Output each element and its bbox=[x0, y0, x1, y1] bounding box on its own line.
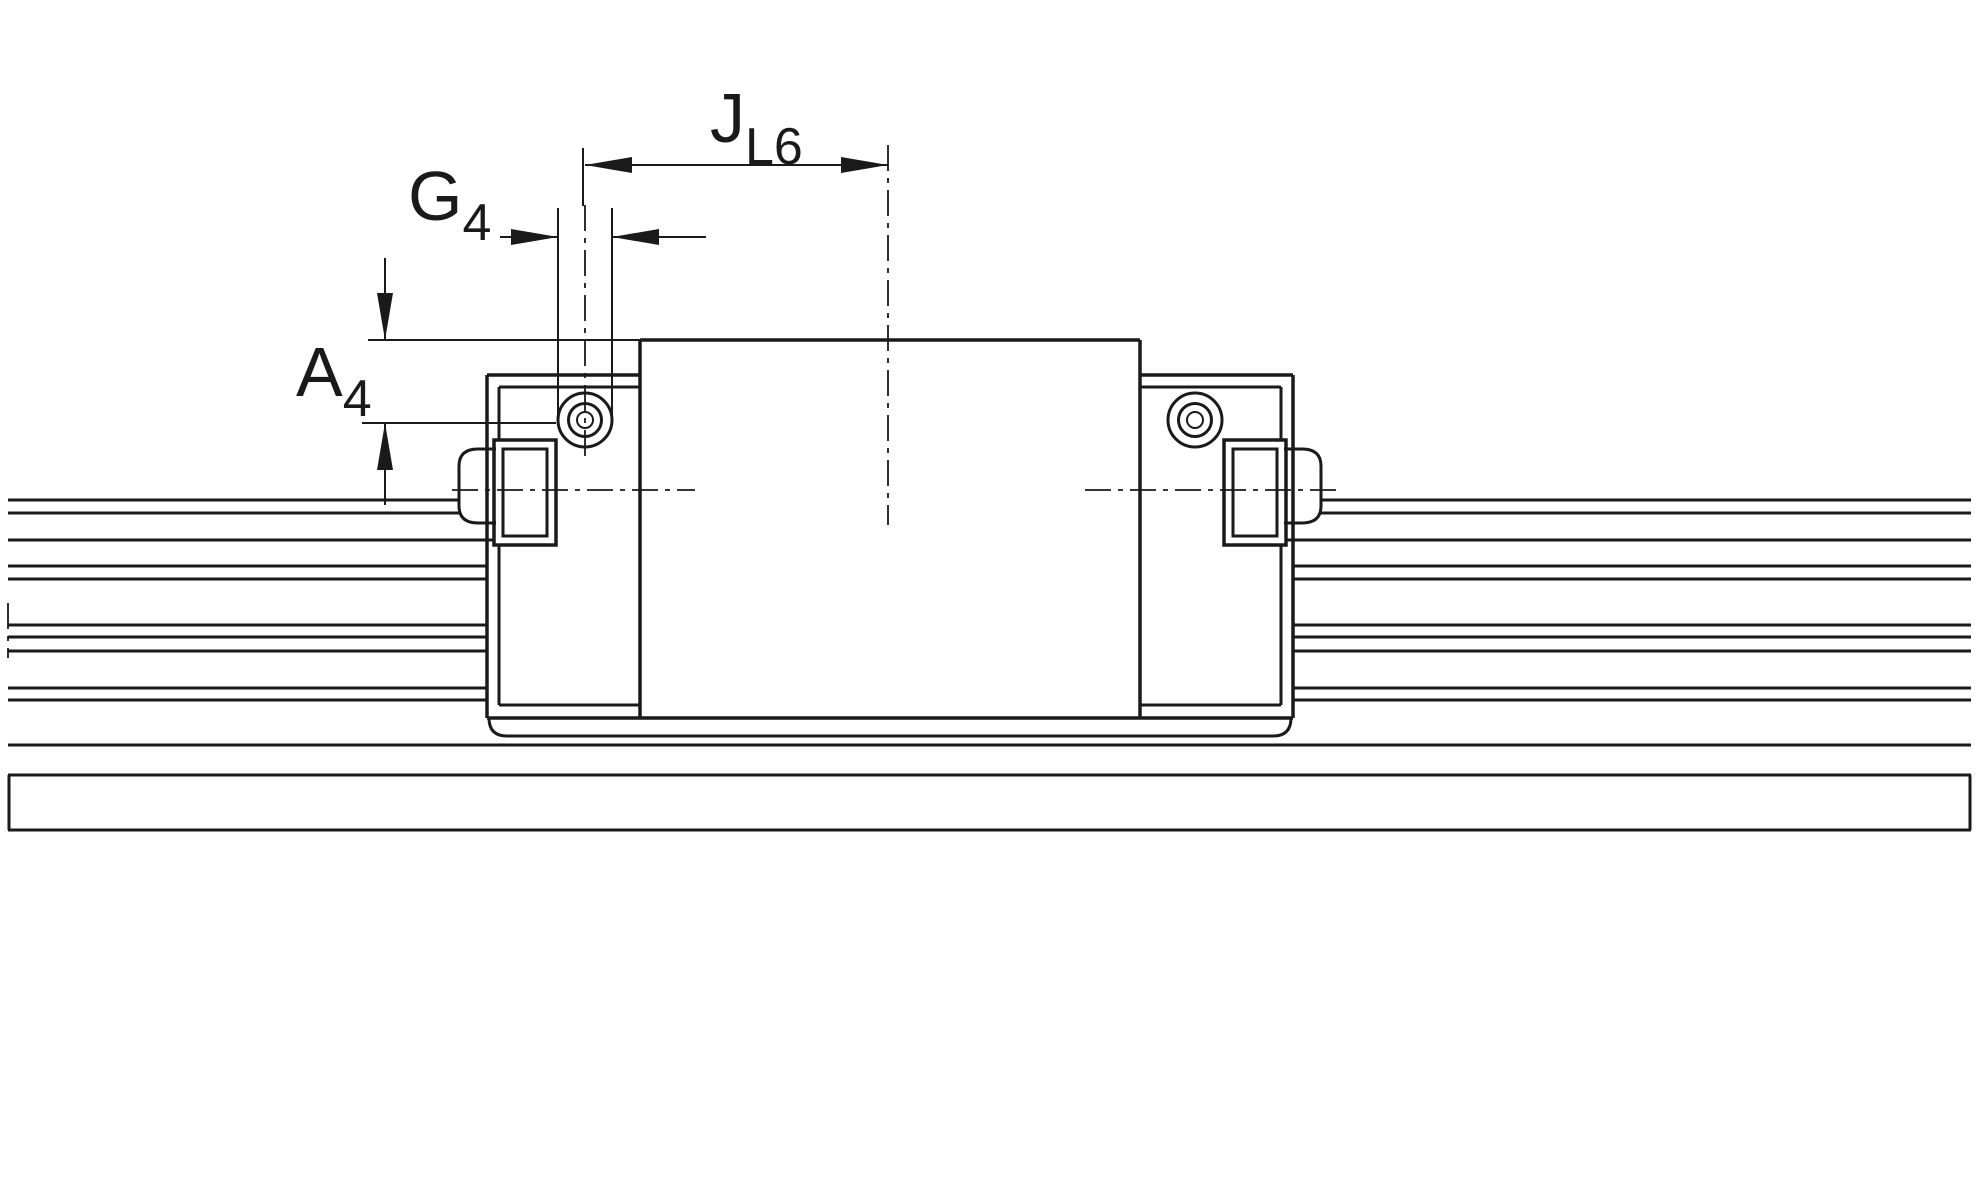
centerlines bbox=[452, 145, 1340, 525]
seal-strip bbox=[487, 717, 1293, 738]
screw-socket-circle bbox=[576, 411, 594, 429]
screw-head-circle bbox=[1177, 402, 1213, 438]
carriage-bottom-seal bbox=[487, 716, 1293, 738]
dimension-g4: G4 bbox=[408, 157, 706, 420]
mounting-base bbox=[7, 773, 1972, 832]
dimension-jl6: JL6 bbox=[582, 79, 888, 206]
carriage-body bbox=[638, 338, 1142, 718]
arrowhead-right bbox=[612, 229, 659, 245]
lube-block-outer bbox=[1222, 438, 1288, 547]
guide-rail bbox=[7, 498, 1971, 747]
screw-socket-circle bbox=[1186, 411, 1204, 429]
arrowhead-left bbox=[585, 157, 632, 173]
arrowhead-left bbox=[511, 229, 558, 245]
lube-block-outer bbox=[492, 438, 558, 547]
lube-port-right bbox=[1222, 438, 1323, 547]
mounting-screw-right bbox=[1166, 391, 1224, 449]
arrowhead-right bbox=[841, 157, 888, 173]
lube-port-left bbox=[457, 438, 558, 547]
screw-counterbore-circle bbox=[1166, 391, 1224, 449]
label-jl6: JL6 bbox=[710, 79, 803, 176]
end-cap-left bbox=[485, 373, 640, 718]
label-g4: G4 bbox=[408, 157, 491, 252]
dimension-a4: A4 bbox=[296, 258, 640, 505]
lube-nipple-tab bbox=[1284, 447, 1323, 525]
arrowhead-down bbox=[377, 293, 393, 340]
label-a4: A4 bbox=[296, 333, 372, 428]
end-cap-right bbox=[1140, 373, 1295, 718]
lube-block-inner bbox=[501, 447, 549, 538]
arrowhead-up bbox=[377, 423, 393, 470]
lube-nipple-tab bbox=[457, 447, 496, 525]
lube-block-inner bbox=[1231, 447, 1279, 538]
